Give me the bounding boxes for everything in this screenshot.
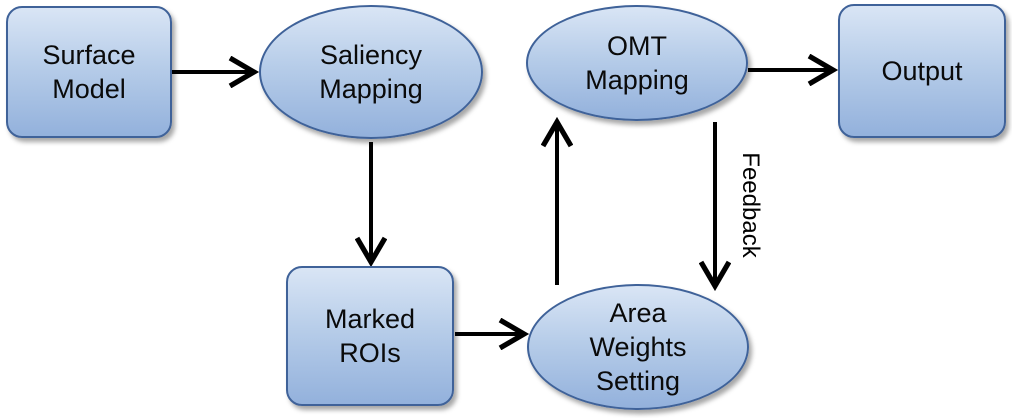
- node-label: Setting: [595, 366, 681, 396]
- node-label: Mapping: [585, 65, 689, 95]
- node-label: ROIs: [339, 338, 401, 368]
- node-saliency-mapping: Saliency Mapping: [259, 5, 483, 139]
- node-label: Area: [609, 298, 667, 328]
- node-marked-rois: Marked ROIs: [286, 266, 454, 406]
- node-omt-mapping: OMT Mapping: [526, 5, 748, 121]
- node-label: Mapping: [319, 74, 423, 104]
- node-label: Saliency: [319, 40, 423, 70]
- node-label: Marked: [324, 304, 416, 334]
- node-label: Surface: [42, 40, 136, 70]
- node-label: Model: [52, 74, 126, 104]
- node-label: OMT: [607, 31, 667, 61]
- node-output: Output: [838, 4, 1006, 138]
- feedback-label: Feedback: [737, 152, 764, 258]
- node-label: Weights: [589, 332, 687, 362]
- node-surface-model: Surface Model: [6, 6, 172, 138]
- node-label: Output: [881, 56, 963, 86]
- node-area-weights-setting: Area Weights Setting: [527, 284, 749, 410]
